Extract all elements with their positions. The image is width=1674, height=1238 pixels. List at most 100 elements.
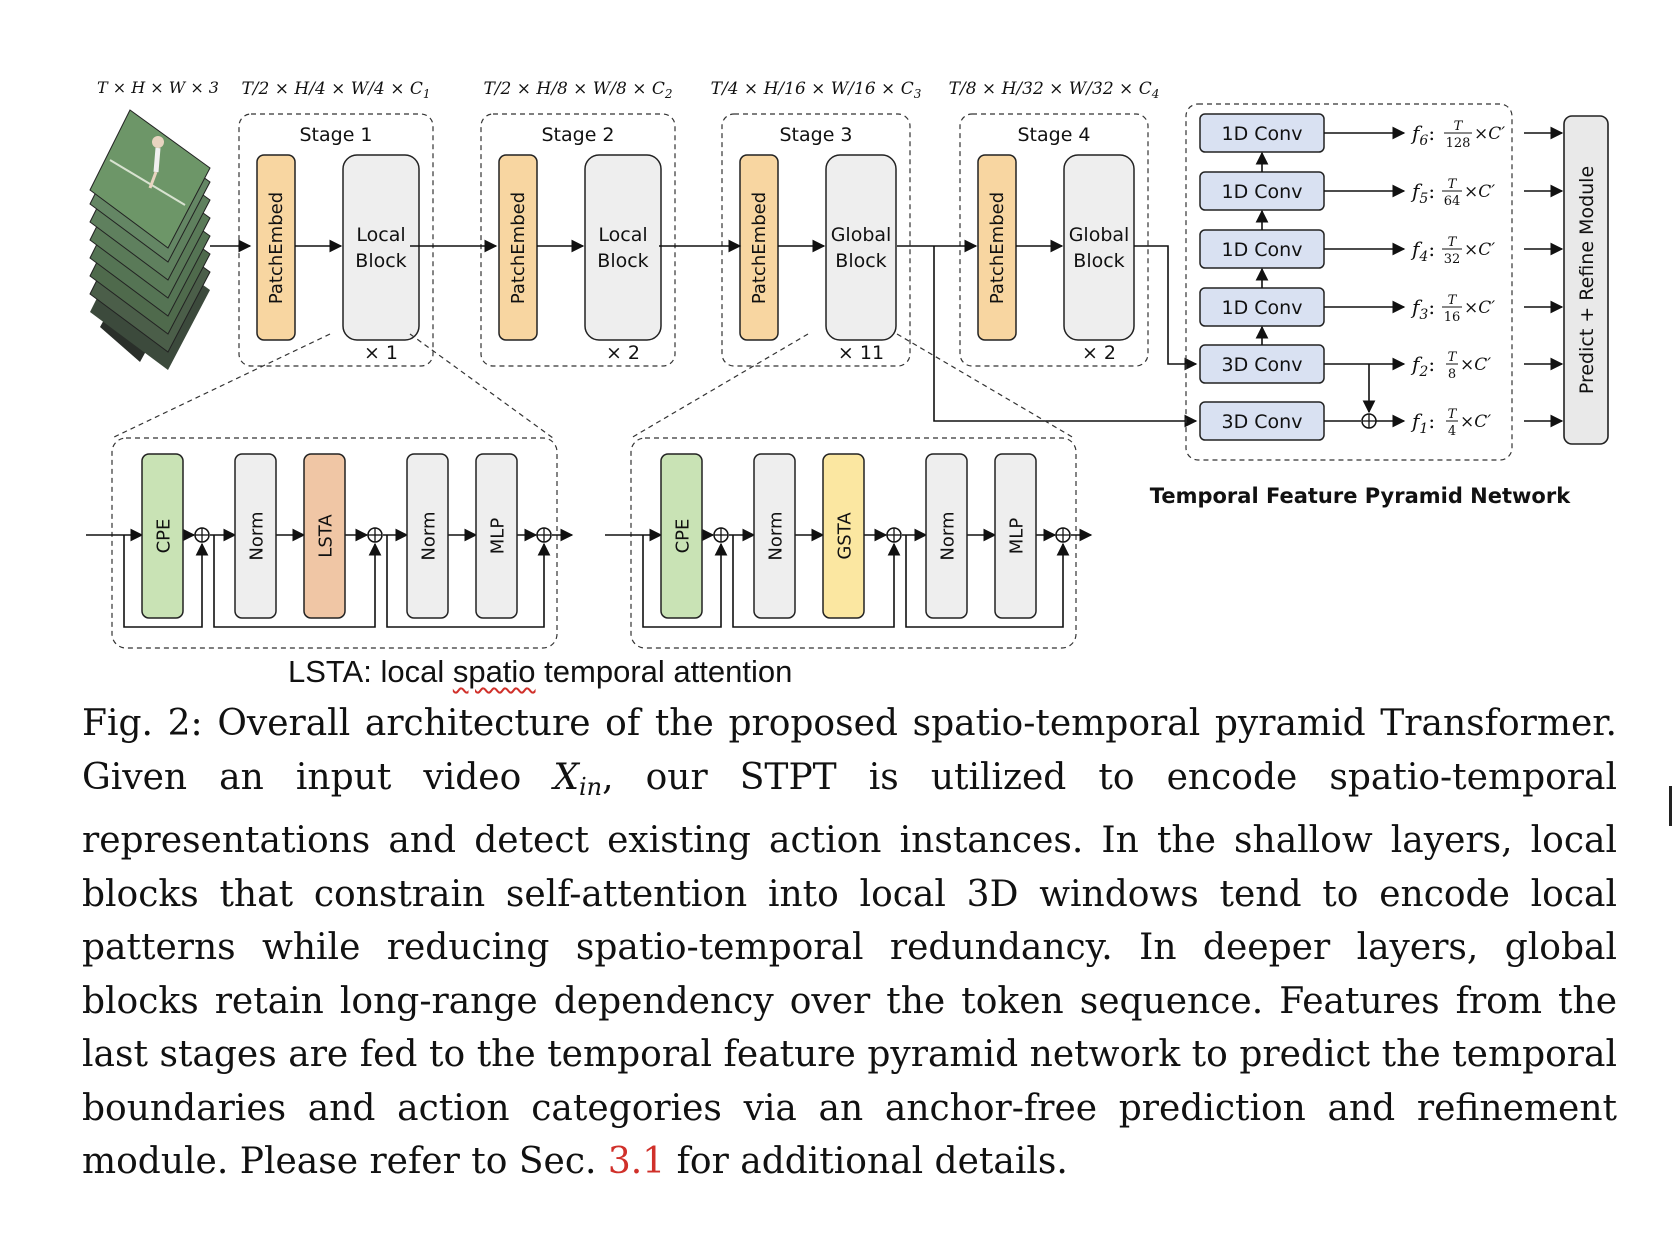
block-label-line1: Local <box>356 224 405 246</box>
mlp-box <box>475 453 518 619</box>
feature-output-label: f5: <box>1410 179 1435 207</box>
norm-label: Norm <box>938 511 959 560</box>
stage-shape-label: T/8 × H/32 × W/32 × C4 <box>949 79 1160 101</box>
fraction-numerator: T <box>1448 293 1458 308</box>
norm-box <box>234 453 277 619</box>
stage3-to-3dconv-arrow <box>933 246 1198 428</box>
detail-container <box>630 437 1077 649</box>
fraction-denominator: 4 <box>1448 424 1456 439</box>
caption-part2: , our STPT is utilized to encode spatio-… <box>82 756 1617 1183</box>
transformer-block <box>825 154 897 341</box>
block-label-line2: Block <box>355 250 406 272</box>
margin-mark <box>1669 786 1672 826</box>
fraction-denominator: 128 <box>1446 136 1471 151</box>
patch-embed-box <box>977 154 1017 341</box>
stage-title: Stage 4 <box>1017 124 1090 146</box>
mlp-label: MLP <box>488 518 509 555</box>
block-label-line2: Block <box>1073 250 1124 272</box>
stage-title: Stage 1 <box>299 124 372 146</box>
patch-embed-label: PatchEmbed <box>749 192 770 304</box>
channel-label: ×C′ <box>1464 298 1495 318</box>
norm-label: Norm <box>766 511 787 560</box>
block-label-line2: Block <box>597 250 648 272</box>
channel-label: ×C′ <box>1460 412 1491 432</box>
fraction-denominator: 32 <box>1444 252 1461 267</box>
block-label-line1: Global <box>1069 224 1130 246</box>
mlp-label: MLP <box>1007 518 1028 555</box>
channel-label: ×C′ <box>1474 124 1505 144</box>
detail-container <box>111 437 558 649</box>
cpe-label: CPE <box>673 519 694 554</box>
norm-box <box>925 453 968 619</box>
transformer-block <box>584 154 662 341</box>
stage-4: T/8 × H/32 × W/32 × C4 Stage 4 PatchEmbed G… <box>949 79 1160 367</box>
channel-label: ×C′ <box>1464 240 1495 260</box>
conv-label: 3D Conv <box>1222 354 1303 376</box>
block-label-line1: Local <box>598 224 647 246</box>
annotation-before: LSTA: local <box>288 654 453 689</box>
norm-label: Norm <box>247 511 268 560</box>
patch-embed-label: PatchEmbed <box>987 192 1008 304</box>
caption-variable-subscript: in <box>578 772 603 801</box>
transformer-block <box>1063 154 1135 341</box>
fraction-numerator: T <box>1448 177 1458 192</box>
conv-label: 1D Conv <box>1222 123 1303 145</box>
fraction-denominator: 8 <box>1448 367 1456 382</box>
patch-embed-label: PatchEmbed <box>266 192 287 304</box>
fraction-numerator: T <box>1454 119 1464 134</box>
tfpn-container <box>1185 103 1513 461</box>
fraction-denominator: 16 <box>1444 310 1461 325</box>
attention-label: GSTA <box>835 512 856 560</box>
attention-box <box>822 453 865 619</box>
transformer-block <box>342 154 420 341</box>
annotation-squiggle-word: spatio <box>452 654 536 689</box>
feature-output-label: f1: <box>1410 409 1435 437</box>
stage-shape-label: T/2 × H/8 × W/8 × C2 <box>483 79 672 101</box>
cpe-box <box>141 453 184 619</box>
stage-1: T/2 × H/4 × W/4 × C1 Stage 1 PatchEmbed Loc… <box>238 79 434 367</box>
input-video-frames <box>89 109 211 370</box>
conv-label: 3D Conv <box>1222 411 1303 433</box>
norm-label: Norm <box>419 511 440 560</box>
predict-refine-label: Predict + Refine Module <box>1576 166 1598 394</box>
caption-part1: Fig. 2: Overall architecture of the prop… <box>82 703 1617 798</box>
block-repeat-count: × 11 <box>838 342 884 364</box>
block-label-line1: Global <box>831 224 892 246</box>
input-shape-label: T × H × W × 3 <box>97 78 219 97</box>
norm-box <box>406 453 449 619</box>
figure-caption: Fig. 2: Overall architecture of the prop… <box>82 697 1617 1189</box>
conv-label: 1D Conv <box>1222 239 1303 261</box>
stage4-to-3dconv-arrow <box>1134 245 1198 371</box>
fraction-numerator: T <box>1448 235 1458 250</box>
annotation-after: temporal attention <box>535 654 793 689</box>
stage-container <box>959 113 1149 367</box>
caption-part3: for additional details. <box>665 1141 1068 1182</box>
stage-title: Stage 3 <box>779 124 852 146</box>
stage-container <box>480 113 676 367</box>
attention-box <box>303 453 346 619</box>
architecture-diagram: T × H × W × 3 T/2 × H/4 × W/4 × C1 Stage … <box>86 78 1609 649</box>
cpe-box <box>660 453 703 619</box>
stage-title: Stage 2 <box>541 124 614 146</box>
conv-label: 1D Conv <box>1222 181 1303 203</box>
cpe-label: CPE <box>154 519 175 554</box>
feature-output-label: f3: <box>1410 295 1435 323</box>
tfpn-title: Temporal Feature Pyramid Network <box>1150 484 1571 508</box>
lsta-annotation: LSTA: local spatio temporal attention <box>288 654 792 690</box>
mlp-box <box>994 453 1037 619</box>
stage-shape-label: T/2 × H/4 × W/4 × C1 <box>241 79 430 101</box>
block-repeat-count: × 2 <box>606 342 640 364</box>
fraction-numerator: T <box>1448 350 1458 365</box>
section-reference-link[interactable]: 3.1 <box>607 1141 666 1182</box>
conv-label: 1D Conv <box>1222 297 1303 319</box>
norm-box <box>753 453 796 619</box>
channel-label: ×C′ <box>1464 182 1495 202</box>
feature-output-label: f4: <box>1410 237 1435 265</box>
feature-output-label: f2: <box>1410 352 1435 380</box>
block-label-line2: Block <box>835 250 886 272</box>
feature-output-label: f6: <box>1410 121 1435 149</box>
block-repeat-count: × 1 <box>364 342 398 364</box>
stage-container <box>721 113 911 367</box>
